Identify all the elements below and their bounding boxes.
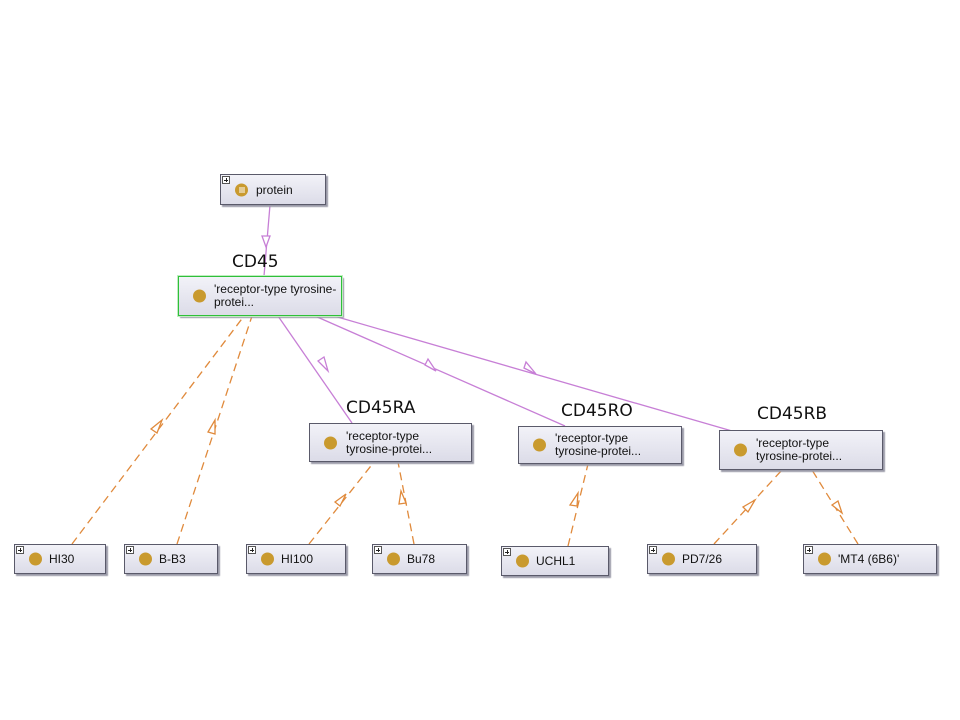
node-cd45ra[interactable]: 'receptor-type tyrosine-protei... (309, 423, 472, 462)
node-uchl1[interactable]: UCHL1 (501, 546, 609, 576)
node-bb3[interactable]: B-B3 (124, 544, 218, 574)
individual-icon (324, 436, 337, 449)
individual-icon (261, 552, 274, 566)
individual-icon (662, 552, 675, 566)
individual-icon (29, 552, 42, 566)
node-label: 'MT4 (6B6)' (838, 552, 900, 566)
callout-cd45ro: CD45RO (561, 401, 633, 421)
callout-cd45ra: CD45RA (346, 398, 416, 418)
arrow-hi100 (333, 493, 347, 508)
expand-icon[interactable] (126, 546, 134, 554)
arrow-pd726 (741, 498, 757, 514)
node-label: 'receptor-type tyrosine-protei... (756, 437, 843, 463)
arrow-bb3 (207, 417, 216, 435)
node-label: B-B3 (159, 552, 186, 566)
node-mt4[interactable]: 'MT4 (6B6)' (803, 544, 937, 574)
arrow-bu78 (398, 488, 407, 505)
edge-hi30-to-cd45 (71, 315, 245, 545)
node-label: UCHL1 (536, 554, 576, 568)
arrow-cd45ro-cd45 (424, 357, 437, 372)
node-protein[interactable]: protein (220, 174, 326, 205)
expand-icon[interactable] (805, 546, 813, 554)
node-cd45rb[interactable]: 'receptor-type tyrosine-protei... (719, 430, 883, 470)
node-label: 'receptor-type tyrosine-protei... (346, 429, 433, 456)
node-label: HI30 (49, 552, 75, 566)
node-pd726[interactable]: PD7/26 (647, 544, 757, 574)
arrow-cd45-protein (261, 235, 271, 249)
subclass-edges (263, 204, 733, 432)
arrow-hi30 (149, 417, 164, 434)
edge-pd726-to-cd45rb (713, 469, 783, 545)
edge-bb3-to-cd45 (176, 315, 253, 545)
node-label: 'receptor-type tyrosine-protei... (214, 283, 337, 309)
node-hi30[interactable]: HI30 (14, 544, 106, 574)
edge-bu78-to-cd45ra (397, 461, 415, 545)
edge-uchl1-to-cd45ro (567, 463, 589, 547)
expand-icon[interactable] (649, 546, 657, 554)
individual-icon (533, 438, 546, 452)
arrow-uchl1 (568, 490, 579, 507)
individual-icon (193, 289, 206, 303)
expand-icon[interactable] (16, 546, 24, 554)
individual-icon (387, 552, 400, 566)
node-hi100[interactable]: HI100 (246, 544, 346, 574)
arrow-cd45rb-cd45 (523, 360, 537, 375)
edge-cd45ra-to-cd45 (277, 315, 353, 424)
callout-cd45rb: CD45RB (757, 404, 828, 424)
edge-hi100-to-cd45ra (308, 461, 375, 545)
arrow-cd45ra-cd45 (316, 355, 330, 374)
individual-icon (734, 443, 747, 457)
expand-icon[interactable] (503, 548, 511, 556)
individual-icon (516, 554, 529, 568)
node-cd45ro[interactable]: 'receptor-type tyrosine-protei... (518, 426, 682, 464)
node-label: HI100 (281, 552, 314, 566)
node-label: protein (256, 182, 293, 197)
arrow-mt4 (830, 499, 844, 515)
callout-cd45: CD45 (232, 252, 279, 272)
node-bu78[interactable]: Bu78 (372, 544, 467, 574)
node-label: 'receptor-type tyrosine-protei... (555, 432, 642, 458)
expand-icon[interactable] (248, 546, 256, 554)
expand-icon[interactable] (222, 176, 230, 184)
individual-icon (139, 552, 152, 566)
node-cd45[interactable]: 'receptor-type tyrosine-protei... (178, 276, 342, 316)
edge-mt4-to-cd45rb (811, 469, 859, 545)
expand-icon[interactable] (374, 546, 382, 554)
node-label: Bu78 (407, 552, 436, 566)
node-label: PD7/26 (682, 552, 723, 566)
class-icon (235, 183, 248, 196)
individual-icon (818, 552, 831, 566)
